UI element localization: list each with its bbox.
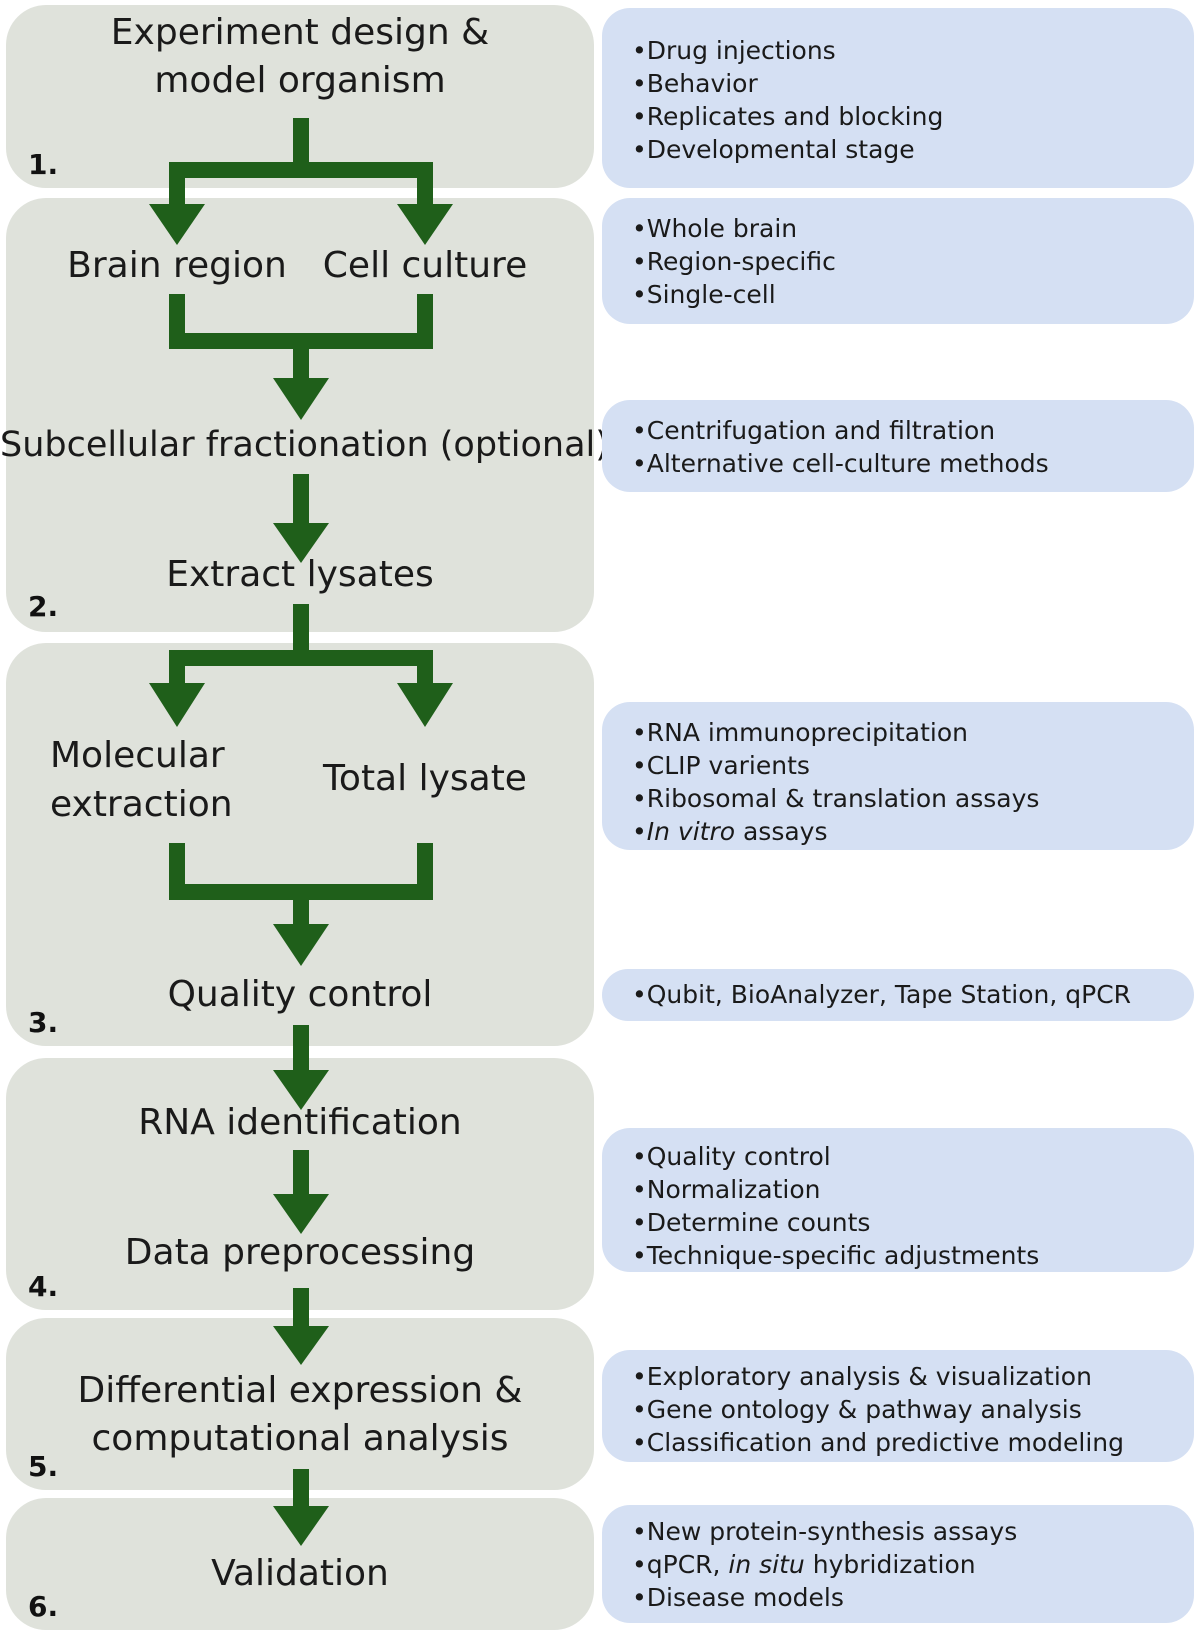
note-preprocessing: •Quality control •Normalization •Determi… <box>602 1128 1194 1272</box>
note-item: •Drug injections <box>632 36 836 65</box>
label-molecular: Molecular <box>50 735 225 776</box>
note-item: •Whole brain <box>632 214 798 243</box>
label-differential-expression: Differential expression & <box>77 1370 523 1411</box>
note-item: •Region-specific <box>632 247 836 276</box>
note-item: •Gene ontology & pathway analysis <box>632 1395 1082 1424</box>
arrowhead <box>273 1070 329 1110</box>
note-item: •Disease models <box>632 1583 844 1612</box>
stage-3-box <box>6 643 594 1046</box>
note-item: •RNA immunoprecipitation <box>632 718 968 747</box>
label-extract-lysates: Extract lysates <box>166 554 434 595</box>
note-item: •CLIP varients <box>632 751 810 780</box>
label-rna-identification: RNA identification <box>138 1102 462 1143</box>
note-item: •Exploratory analysis & visualization <box>632 1362 1092 1391</box>
note-analysis: •Exploratory analysis & visualization •G… <box>602 1350 1194 1462</box>
step-number-1: 1. <box>28 148 59 181</box>
note-extraction-methods: •RNA immunoprecipitation •CLIP varients … <box>602 702 1194 850</box>
note-experiment-design: •Drug injections •Behavior •Replicates a… <box>602 8 1194 188</box>
arrowhead <box>149 683 205 727</box>
note-text: hybridization <box>804 1550 976 1579</box>
label-experiment-design: Experiment design & <box>110 12 490 53</box>
note-text: •qPCR, <box>632 1550 729 1579</box>
note-item: •Technique-specific adjustments <box>632 1241 1040 1270</box>
step-number-3: 3. <box>28 1006 59 1039</box>
note-item: •Centrifugation and filtration <box>632 416 996 445</box>
arrowhead <box>397 683 453 727</box>
arrowhead <box>273 924 329 966</box>
in-vitro-italic: In vitro <box>646 817 736 846</box>
note-item: •Quality control <box>632 1142 831 1171</box>
label-cell-culture: Cell culture <box>322 245 528 286</box>
step-number-5: 5. <box>28 1450 59 1483</box>
arrowhead <box>149 204 205 245</box>
note-item: •Qubit, BioAnalyzer, Tape Station, qPCR <box>632 980 1132 1009</box>
note-validation: •New protein-synthesis assays •qPCR, in … <box>602 1505 1194 1623</box>
arrow-split-1 <box>169 118 433 206</box>
label-quality-control: Quality control <box>167 974 433 1015</box>
note-item: •Developmental stage <box>632 135 915 164</box>
label-total-lysate: Total lysate <box>323 758 527 799</box>
note-text: assays <box>735 817 828 846</box>
in-situ-italic: in situ <box>728 1550 805 1579</box>
label-validation: Validation <box>211 1553 389 1594</box>
label-subcellular-fractionation: Subcellular fractionation (optional) <box>0 425 609 465</box>
arrow-merge-3 <box>169 843 433 926</box>
step-number-2: 2. <box>28 590 59 623</box>
note-item: •Replicates and blocking <box>632 102 944 131</box>
label-extraction: extraction <box>50 784 233 825</box>
arrowhead <box>273 523 329 563</box>
step-number-4: 4. <box>28 1270 59 1303</box>
note-quality-control: •Qubit, BioAnalyzer, Tape Station, qPCR <box>602 969 1194 1021</box>
arrowhead <box>397 204 453 245</box>
note-item: •New protein-synthesis assays <box>632 1517 1018 1546</box>
note-tissue-source: •Whole brain •Region-specific •Single-ce… <box>602 198 1194 324</box>
label-data-preprocessing: Data preprocessing <box>124 1232 476 1273</box>
step-number-6: 6. <box>28 1590 59 1623</box>
label-model-organism: model organism <box>154 60 446 101</box>
arrow-split-3 <box>169 604 433 685</box>
note-item: •Determine counts <box>632 1208 871 1237</box>
note-item: •Normalization <box>632 1175 821 1204</box>
arrowhead <box>273 378 329 420</box>
label-brain-region: Brain region <box>67 245 287 286</box>
arrowhead <box>273 1326 329 1365</box>
note-item: •Classification and predictive modeling <box>632 1428 1125 1457</box>
bullet: • <box>632 817 647 846</box>
note-item: •Alternative cell-culture methods <box>632 449 1049 478</box>
note-fractionation: •Centrifugation and filtration •Alternat… <box>602 400 1194 492</box>
label-computational-analysis: computational analysis <box>91 1418 509 1459</box>
note-item: •In vitro assays <box>632 815 1194 848</box>
note-item: •qPCR, in situ hybridization <box>632 1548 1194 1581</box>
note-item: •Single-cell <box>632 280 776 309</box>
arrowhead <box>273 1194 329 1234</box>
arrowhead <box>273 1506 329 1546</box>
arrow-merge-2 <box>169 294 433 380</box>
note-item: •Ribosomal & translation assays <box>632 784 1040 813</box>
note-item: •Behavior <box>632 69 758 98</box>
